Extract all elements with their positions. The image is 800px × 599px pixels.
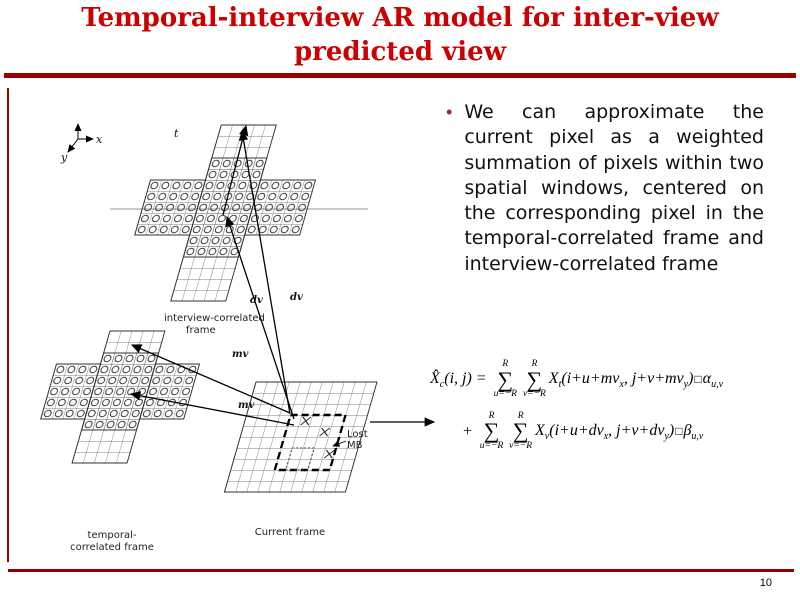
motion-vector-arrows	[129, 124, 436, 447]
eq-term-temporal: Xt(i+u+mvx, j+v+mvy)□αu,v	[548, 369, 724, 391]
lost-mb-label-line1: Lost	[347, 429, 368, 440]
temporal-correlated-frame-grids	[40, 330, 201, 464]
axis-y-label: y	[60, 151, 68, 164]
lost-mb-pointer-arrow	[332, 440, 347, 447]
lost-pixel-x-marks	[300, 416, 335, 459]
slide-title: Temporal-interview AR model for inter-vi…	[40, 2, 760, 70]
temporal-frame-label-line2: correlated frame	[70, 542, 154, 553]
interview-frame-label-line2: frame	[186, 325, 216, 336]
box-operator: □	[694, 371, 702, 386]
sum-over-v: R ∑ v=−R	[509, 410, 533, 452]
interview-frame-label-line1: interview-correlated	[164, 313, 265, 324]
title-underline-rule	[4, 73, 796, 78]
plus-operator: +	[462, 422, 473, 440]
bullet-text: We can approximate the current pixel as …	[464, 101, 764, 275]
sum-over-u: R ∑ u=−R	[493, 359, 517, 400]
mv-arrow-1	[130, 344, 291, 414]
axes-triad	[67, 123, 94, 153]
time-axis-label: t	[174, 127, 179, 140]
lost-mb-label-line2: MB	[347, 440, 363, 451]
eq-lhs: X̂c(i, j) =	[430, 369, 491, 391]
ar-model-equation: X̂c(i, j) = R ∑ u=−R R ∑ v=−R Xt(i+u+mvx…	[430, 359, 795, 452]
axis-diagonal-arrow	[67, 138, 79, 153]
sigma-symbol: ∑	[497, 366, 514, 392]
mv-arrow-2	[129, 391, 295, 426]
eq-term-interview: Xv(i+u+dvx, j+v+dvy)□βu,v	[535, 421, 704, 442]
sum-over-v: R ∑ v=−R	[522, 359, 546, 400]
dv-label-2: dv	[290, 292, 303, 303]
dv-arrow-2	[225, 215, 295, 420]
bullet-item: • We can approximate the current pixel a…	[446, 100, 764, 277]
sigma-symbol: ∑	[512, 418, 529, 444]
mv-label-1: mv	[232, 349, 249, 360]
sigma-symbol: ∑	[526, 366, 543, 392]
mv-label-2: mv	[238, 400, 255, 411]
slide-title-line2: predicted view	[294, 36, 506, 67]
sigma-symbol: ∑	[483, 418, 500, 444]
temporal-frame-label-line1: temporal-	[88, 530, 137, 541]
dv-arrow-1	[238, 129, 291, 415]
equation-line-2: + R ∑ u=−R R ∑ v=−R Xv(i+u+dvx, j+v+dvy)…	[462, 410, 795, 452]
bullet-marker: •	[446, 102, 453, 122]
equation-line-1: X̂c(i, j) = R ∑ u=−R R ∑ v=−R Xt(i+u+mvx…	[430, 359, 795, 400]
dv-label-1: dv	[250, 295, 263, 306]
lost-mb-inner-dotted	[285, 447, 315, 471]
current-frame-label: Current frame	[255, 527, 325, 538]
sum-over-u: R ∑ u=−R	[479, 410, 504, 452]
box-operator: □	[675, 423, 683, 438]
frames-diagram: x y t	[40, 123, 436, 553]
axis-x-label: x	[96, 133, 103, 146]
left-margin-rule	[7, 88, 9, 562]
slide-title-line1: Temporal-interview AR model for inter-vi…	[81, 3, 719, 33]
footer-rule	[8, 569, 794, 572]
page-number: 10	[759, 577, 772, 589]
